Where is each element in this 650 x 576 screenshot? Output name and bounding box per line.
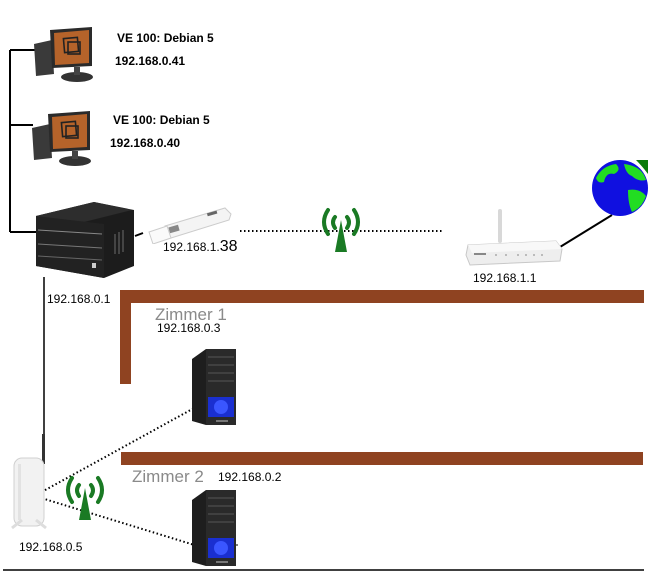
- access-point-icon[interactable]: [8, 432, 52, 532]
- room-label-zimmer-2: Zimmer 2: [132, 467, 204, 486]
- wall-left-room1: [120, 290, 131, 384]
- server-cube-icon[interactable]: [34, 194, 134, 284]
- vm-wired-link: [9, 49, 36, 233]
- wifi-antenna-icon: [322, 208, 360, 252]
- usb-wifi-ip-suffix: 38: [219, 238, 238, 255]
- globe-icon[interactable]: [588, 160, 648, 220]
- tower-pc-icon[interactable]: [188, 488, 240, 568]
- ve-41-ip: 192.168.0.41: [115, 54, 186, 68]
- tower-pc-icon[interactable]: [188, 347, 240, 427]
- usb-wifi-adapter-icon[interactable]: [145, 204, 235, 244]
- usb-wifi-ip: 192.168.1.38: [163, 238, 238, 256]
- access-point-ip: 192.168.0.5: [19, 540, 83, 554]
- wall-room2: [121, 452, 643, 465]
- wireless-router-icon[interactable]: [462, 205, 572, 270]
- virtual-machine-monitor-icon[interactable]: [28, 108, 98, 168]
- wifi-antenna-icon: [66, 476, 104, 520]
- router-to-internet-link: [559, 214, 613, 248]
- room2-pc-ip: 192.168.0.2: [218, 470, 282, 484]
- room1-pc-ip: 192.168.0.3: [157, 321, 221, 335]
- ve-40-ip: 192.168.0.40: [110, 136, 181, 150]
- ve-41-name: VE 100: Debian 5: [117, 31, 214, 45]
- usb-wifi-ip-prefix: 192.168.1.: [163, 240, 220, 254]
- host-server-ip: 192.168.0.1: [47, 292, 111, 306]
- internet-router-ip: 192.168.1.1: [473, 271, 537, 285]
- wireless-link-room2: [37, 496, 215, 552]
- room-label-zimmer-1: Zimmer 1: [155, 305, 227, 324]
- virtual-machine-monitor-icon[interactable]: [30, 24, 100, 84]
- host-to-usb-link: [134, 232, 144, 237]
- wall-top-room1: [120, 290, 644, 303]
- ve-40-name: VE 100: Debian 5: [113, 113, 210, 127]
